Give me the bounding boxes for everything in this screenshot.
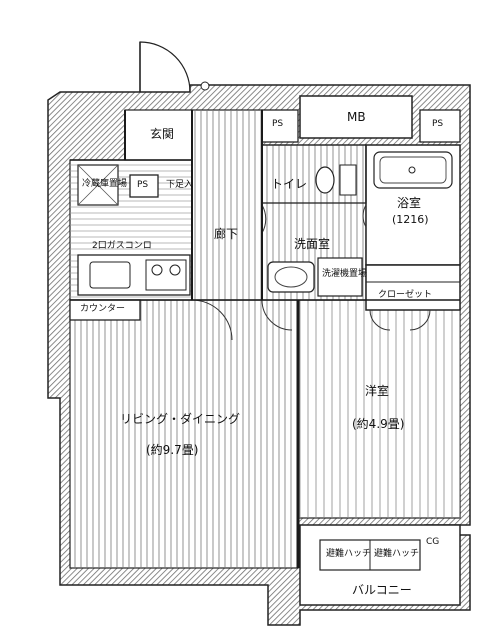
bathroom-size-label: (1216) bbox=[392, 213, 429, 226]
stove bbox=[145, 259, 187, 291]
closet-area bbox=[365, 264, 461, 311]
fridge-label: 冷蔵庫置場 bbox=[82, 179, 128, 189]
sink bbox=[89, 261, 131, 289]
bathtub bbox=[373, 151, 453, 189]
toilet-label: トイレ bbox=[271, 177, 308, 191]
living-label: リビング・ダイニング bbox=[120, 412, 241, 426]
washroom-label: 洗面室 bbox=[294, 237, 331, 251]
ps-box-1 bbox=[261, 109, 299, 143]
mb-box bbox=[299, 95, 413, 139]
cg-label: CG bbox=[426, 537, 440, 547]
evac-hatch-label-1: 避難ハッチ bbox=[326, 549, 372, 559]
toilet-bowl bbox=[315, 166, 335, 194]
balcony-label: バルコニー bbox=[352, 583, 412, 597]
ps-label-2: PS bbox=[432, 119, 444, 129]
washer-space bbox=[317, 257, 363, 297]
hallway-label: 廊下 bbox=[214, 227, 239, 241]
mb-label: MB bbox=[347, 110, 366, 124]
ps-box-2 bbox=[419, 109, 461, 143]
ps-label-3: PS bbox=[137, 180, 149, 190]
washer-label: 洗濯機置場 bbox=[322, 269, 368, 279]
living-size-label: (約9.7畳) bbox=[146, 443, 199, 457]
bathroom-label: 浴室 bbox=[397, 196, 422, 210]
ps-box-3 bbox=[129, 174, 159, 198]
bedroom-size-label: (約4.9畳) bbox=[352, 417, 405, 431]
closet-label: クローゼット bbox=[378, 290, 433, 300]
entrance-door bbox=[139, 41, 191, 93]
stove-label: 2口ガスコンロ bbox=[92, 241, 152, 251]
evac-hatch-label-2: 避難ハッチ bbox=[374, 549, 420, 559]
shoe-box-label: 下足入 bbox=[166, 180, 194, 190]
entrance-label: 玄関 bbox=[150, 127, 175, 141]
bedroom-label: 洋室 bbox=[365, 384, 390, 398]
counter-label: カウンター bbox=[80, 304, 126, 314]
ps-label-1: PS bbox=[272, 119, 284, 129]
